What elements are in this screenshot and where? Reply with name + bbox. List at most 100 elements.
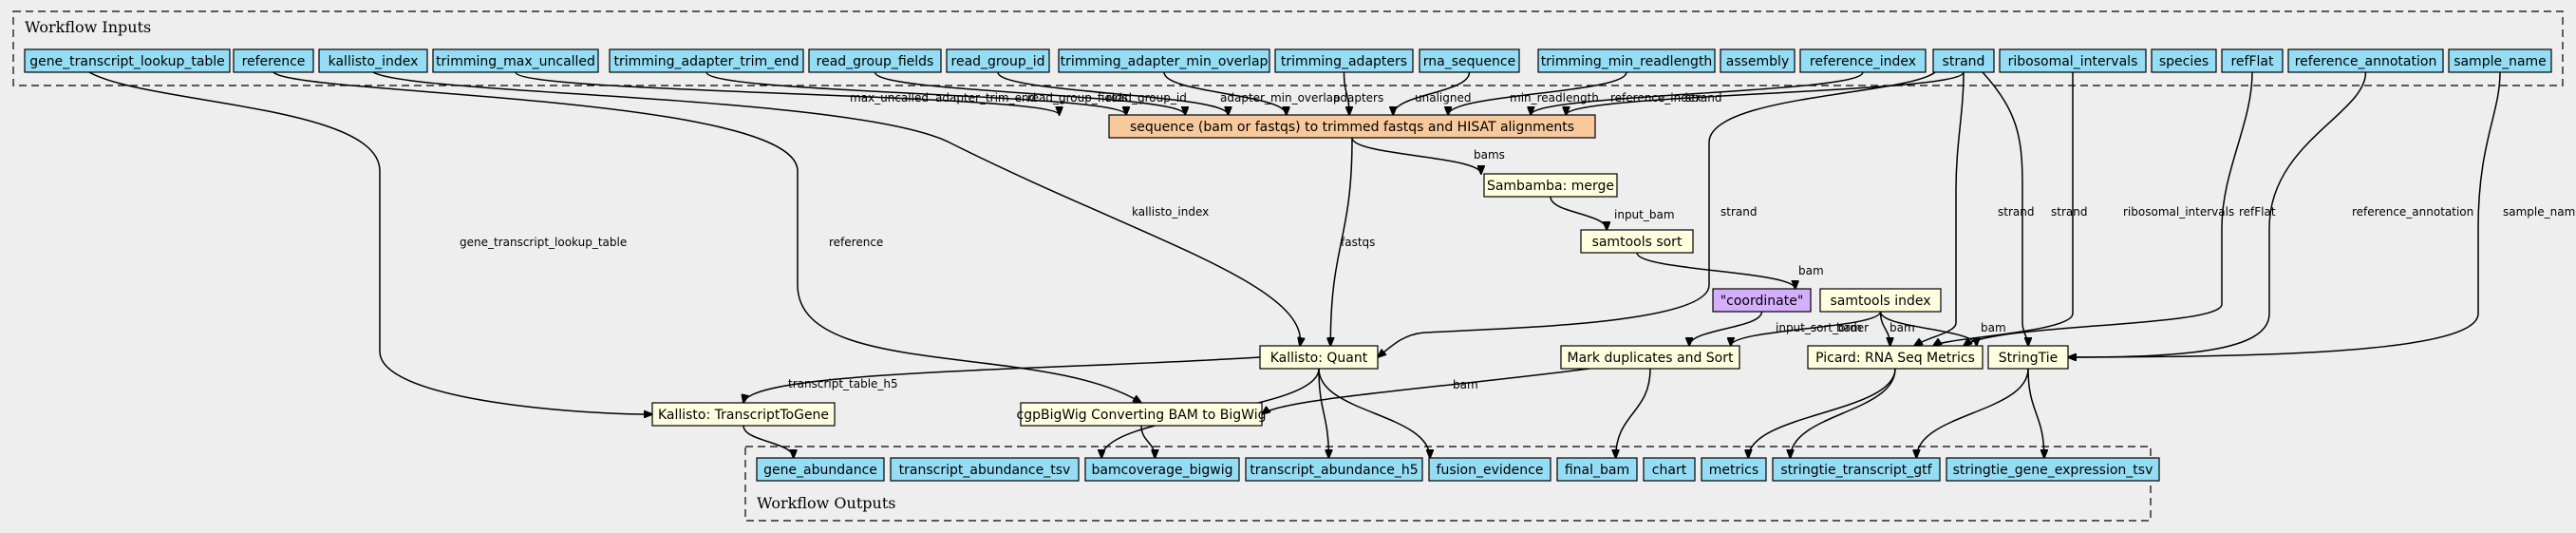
step-node-coordinate: "coordinate": [1712, 288, 1812, 313]
edge-label-kallisto_quant-to-kallisto_t2g: transcript_table_h5: [788, 377, 898, 390]
input-node-assembly: assembly: [1720, 48, 1796, 73]
input-node-species: species: [2151, 48, 2217, 73]
input-node-box: [1537, 48, 1716, 73]
input-node-box: [609, 48, 804, 73]
output-node-box: [756, 457, 885, 482]
edge-label-mark_dup-to-cgpbigwig: bam: [1453, 378, 1478, 391]
edge-kallisto_t2g-to-gene_abundance: [743, 425, 794, 458]
step-node-box: [1020, 402, 1263, 427]
output-node-bamcoverage-bigwig: bamcoverage_bigwig: [1084, 457, 1240, 482]
output-node-label: bamcoverage_bigwig: [1092, 463, 1233, 478]
workflow-outputs-label: Workflow Outputs: [757, 494, 895, 512]
input-node-box: [1799, 48, 1927, 73]
input-node-label: reference: [242, 54, 306, 69]
edge-refFlat-to-picard: [1964, 71, 2253, 346]
step-node-box: [651, 402, 836, 427]
input-node-read-group-fields: read_group_fields: [808, 48, 942, 73]
input-node-refFlat: refFlat: [2221, 48, 2284, 73]
step-node-label: "coordinate": [1720, 294, 1804, 309]
edge-strand-to-picard: [1914, 71, 1965, 346]
edge-read_group_id-to-sequence: [997, 71, 1228, 115]
edge-reference_annotation-to-stringtie: [2068, 71, 2367, 357]
step-node-kallisto-t2g: Kallisto: TranscriptToGene: [651, 402, 836, 427]
step-node-sambamba: Sambamba: merge: [1483, 173, 1618, 198]
output-node-label: final_bam: [1565, 463, 1629, 478]
edge-sambamba-to-samtools_sort: [1550, 196, 1607, 230]
output-node-box: [1643, 457, 1696, 482]
edge-kallisto_quant-to-transcript_abundance_h5: [1318, 368, 1328, 458]
input-node-ribosomal-intervals: ribosomal_intervals: [1999, 48, 2147, 73]
input-node-label: assembly: [1726, 54, 1789, 69]
edge-stringtie-to-stringtie_gene_expression_tsv: [2027, 368, 2044, 458]
input-node-box: [318, 48, 428, 73]
step-node-cgpbigwig: cgpBigWig Converting BAM to BigWig: [1017, 402, 1267, 427]
edge-trimming_max_uncalled-to-sequence: [515, 71, 1060, 115]
step-node-label: Picard: RNA Seq Metrics: [1815, 351, 1975, 366]
step-node-box: [1712, 288, 1812, 313]
edge-label-refFlat-to-picard: refFlat: [2239, 205, 2276, 219]
edge-gene_transcript_lookup_table-to-kallisto_t2g: [88, 71, 652, 414]
step-node-label: Kallisto: Quant: [1270, 351, 1368, 366]
edge-coordinate-to-mark_dup: [1689, 311, 1763, 346]
input-node-label: strand: [1943, 54, 1985, 69]
edge-label-samtools_sort-to-samtools_index: bam: [1798, 264, 1824, 277]
edge-label-trimming_adapter_trim_end-to-sequence: adapter_trim_end: [935, 91, 1036, 105]
step-node-label: Kallisto: TranscriptToGene: [658, 408, 829, 423]
input-node-label: trimming_adapter_trim_end: [614, 54, 799, 69]
output-node-label: stringtie_transcript_gtf: [1780, 463, 1932, 478]
step-node-label: samtools index: [1830, 294, 1930, 309]
output-node-stringtie-transcript-gtf: stringtie_transcript_gtf: [1772, 457, 1941, 482]
output-node-box: [1428, 457, 1551, 482]
step-node-label: cgpBigWig Converting BAM to BigWig: [1017, 408, 1267, 423]
edge-kallisto_index-to-kallisto_quant: [372, 71, 1300, 346]
input-node-box: [1058, 48, 1270, 73]
output-node-box: [1772, 457, 1941, 482]
step-node-label: sequence (bam or fastqs) to trimmed fast…: [1130, 120, 1574, 135]
input-node-box: [2221, 48, 2284, 73]
edge-read_group_fields-to-sequence: [874, 71, 1186, 115]
step-node-label: samtools sort: [1592, 235, 1683, 250]
edge-label-trimming_max_uncalled-to-sequence: max_uncalled: [850, 91, 929, 105]
input-node-reference-annotation: reference_annotation: [2287, 48, 2444, 73]
edge-reference_index-to-sequence: [1531, 71, 1864, 115]
input-node-label: refFlat: [2230, 54, 2274, 69]
step-node-box: [1807, 345, 1984, 370]
input-node-box: [1999, 48, 2147, 73]
output-node-box: [1084, 457, 1240, 482]
edge-label-strand-to-kallisto_quant: strand: [1720, 205, 1757, 219]
edge-label-read_group_id-to-sequence: read_group_id: [1106, 91, 1187, 105]
edge-label-coordinate-to-mark_dup: input_sort_order: [1776, 321, 1869, 334]
input-node-box: [946, 48, 1050, 73]
input-node-box: [432, 48, 599, 73]
input-node-label: reference_index: [1810, 54, 1916, 69]
input-node-label: species: [2159, 54, 2209, 69]
input-node-box: [1932, 48, 1995, 73]
output-node-box: [1701, 457, 1767, 482]
output-node-box: [890, 457, 1080, 482]
edge-mark_dup-to-cgpbigwig: [1262, 368, 1590, 414]
edge-cgpbigwig-to-bamcoverage_bigwig: [1140, 425, 1155, 458]
input-node-box: [2448, 48, 2552, 73]
input-node-rna-sequence: rna_sequence: [1419, 48, 1520, 73]
edge-kallisto_quant-to-kallisto_t2g: [743, 356, 1261, 403]
edge-samtools_index-to-picard: [1879, 311, 1890, 346]
edge-samtools_index-to-mark_dup: [1731, 311, 1882, 346]
output-node-label: metrics: [1709, 463, 1758, 478]
input-node-box: [24, 48, 231, 73]
step-node-label: Mark duplicates and Sort: [1567, 351, 1734, 366]
input-node-trimming-min-readlength: trimming_min_readlength: [1537, 48, 1716, 73]
input-node-label: trimming_adapter_min_overlap: [1061, 54, 1269, 69]
edge-trimming_adapters-to-sequence: [1343, 71, 1350, 115]
input-node-sample-name: sample_name: [2448, 48, 2552, 73]
input-node-label: rna_sequence: [1423, 54, 1515, 69]
input-node-box: [1274, 48, 1414, 73]
edge-label-sequence-to-sambamba: bams: [1474, 148, 1505, 162]
step-node-box: [1560, 345, 1740, 370]
input-node-read-group-id: read_group_id: [946, 48, 1050, 73]
input-node-strand: strand: [1932, 48, 1995, 73]
edge-reference-to-cgpbigwig: [273, 71, 1141, 403]
edge-label-sambamba-to-samtools_sort: input_bam: [1614, 208, 1675, 221]
edge-label-trimming_adapters-to-sequence: adapters: [1333, 91, 1383, 105]
edge-label-strand-to-sequence: strand: [1685, 91, 1721, 105]
